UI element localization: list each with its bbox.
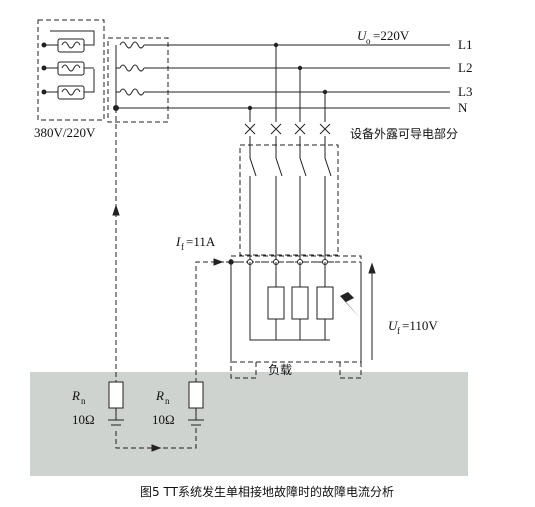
breaker-icon bbox=[319, 123, 331, 135]
uf-subscript: f bbox=[397, 326, 400, 336]
uf-voltage-arrow bbox=[368, 262, 376, 360]
breaker-icon bbox=[294, 123, 306, 135]
if-value: =11A bbox=[186, 234, 216, 249]
earth-resistor-rn1 bbox=[108, 381, 124, 426]
transformer-box bbox=[37, 19, 105, 121]
earth-resistor-rn2 bbox=[188, 381, 204, 426]
load-resistor bbox=[291, 286, 309, 320]
circuit-breakers bbox=[239, 45, 339, 260]
fault-lightning-icon bbox=[332, 276, 360, 318]
earth-ground-band bbox=[30, 372, 468, 476]
rn2-value: 10Ω bbox=[152, 412, 175, 427]
secondary-winding-box bbox=[107, 37, 169, 123]
conductor-lines bbox=[116, 44, 450, 109]
uf-value: =110V bbox=[402, 318, 438, 333]
if-label: I bbox=[175, 234, 181, 249]
conductor-nodes bbox=[247, 42, 328, 111]
load-resistor bbox=[316, 286, 334, 320]
breaker-icon bbox=[244, 123, 256, 135]
phase-l3-label: L3 bbox=[458, 84, 472, 99]
figure-caption: 图5 TT系统发生单相接地故障时的故障电流分析 bbox=[140, 484, 394, 499]
load-label: 负载 bbox=[268, 363, 292, 377]
load-resistor bbox=[267, 286, 285, 320]
uo-value: =220V bbox=[373, 28, 410, 43]
load-enclosure bbox=[216, 255, 362, 379]
uo-label: U bbox=[357, 28, 368, 43]
rn1-subscript: n bbox=[81, 396, 86, 406]
uo-subscript: o bbox=[366, 36, 371, 46]
rn2-label: R bbox=[155, 388, 164, 403]
transformer-rating: 380V/220V bbox=[34, 125, 96, 140]
rn1-label: R bbox=[71, 388, 80, 403]
neutral-n-label: N bbox=[458, 100, 468, 115]
phase-l2-label: L2 bbox=[458, 60, 472, 75]
breaker-icon bbox=[270, 123, 282, 135]
if-subscript: f bbox=[181, 242, 184, 252]
phase-l1-label: L1 bbox=[458, 37, 472, 52]
exposed-parts-label: 设备外露可导电部分 bbox=[350, 126, 458, 141]
uf-label: U bbox=[388, 318, 399, 333]
rn1-value: 10Ω bbox=[72, 412, 95, 427]
rn2-subscript: n bbox=[165, 396, 170, 406]
primary-coil-icon bbox=[44, 30, 95, 100]
